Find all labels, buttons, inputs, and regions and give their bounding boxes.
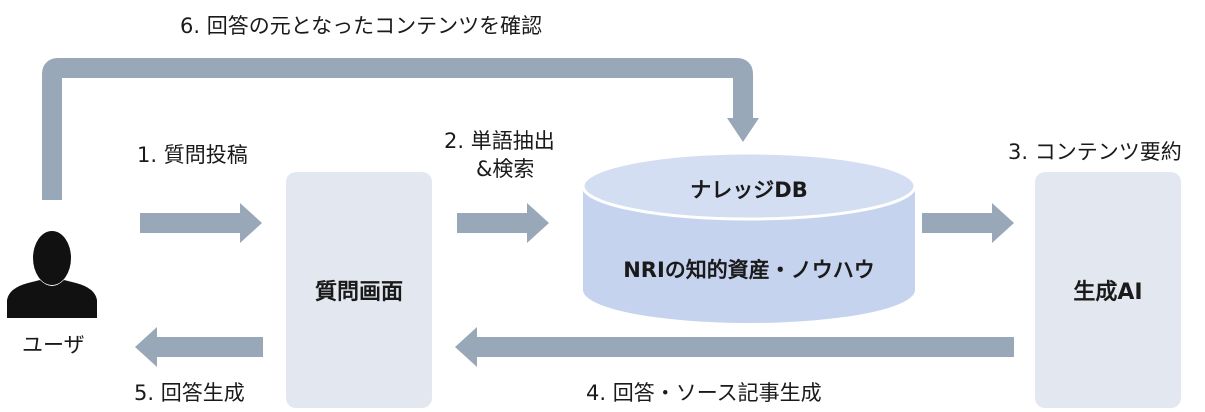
question-screen-label: 質問画面 — [314, 280, 403, 305]
gen-ai-box: 生成AI — [1035, 172, 1181, 408]
user-label: ユーザ — [22, 333, 85, 357]
user-silhouette-icon — [7, 231, 97, 318]
question-screen-box: 質問画面 — [286, 172, 432, 408]
arrow-ai-to-screen — [455, 327, 1014, 367]
arrow-screen-to-user — [135, 327, 263, 367]
step2-label-line2: &検索 — [476, 157, 535, 181]
knowledge-db-cylinder — [581, 151, 917, 323]
knowledge-db-body: NRIの知的資産・ノウハウ — [623, 258, 875, 282]
step4-label: 4. 回答・ソース記事生成 — [586, 381, 822, 405]
step6-label: 6. 回答の元となったコンテンツを確認 — [180, 14, 543, 38]
step2-label-line1: 2. 単語抽出 — [444, 129, 555, 153]
step3-label: 3. コンテンツ要約 — [1008, 140, 1182, 164]
step5-label: 5. 回答生成 — [134, 381, 245, 405]
arrow-user-to-screen — [140, 203, 262, 243]
step1-label: 1. 質問投稿 — [137, 143, 248, 167]
knowledge-db-title: ナレッジDB — [690, 178, 808, 202]
feedback-loop-arrow — [42, 58, 753, 200]
arrow-screen-to-db — [457, 203, 549, 243]
arrow-db-to-ai — [922, 203, 1014, 243]
gen-ai-label: 生成AI — [1073, 280, 1143, 305]
feedback-loop-arrowhead — [727, 118, 759, 142]
